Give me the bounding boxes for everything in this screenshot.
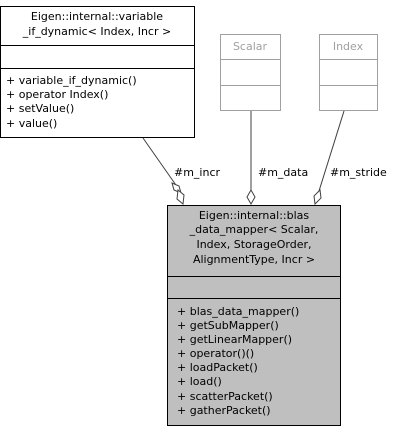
main-method-3: + getLinearMapper() [177,333,292,346]
edge-label-m-data: #m_data [258,166,308,179]
variable-class-title-2: _if_dynamic< Index, Incr > [22,25,171,38]
index-class-title: Index [333,40,364,53]
main-class-title-3: Index, StorageOrder, [196,238,311,251]
main-class-title-4: AlignmentType, Incr > [193,253,315,266]
edge-m-stride [313,110,345,206]
edge-label-m-stride: #m_stride [330,166,387,179]
main-method-2: + getSubMapper() [177,319,279,332]
edge-label-m-incr: #m_incr [174,166,221,179]
main-method-5: + loadPacket() [177,361,258,374]
main-class-title-1: Eigen::internal::blas [199,209,310,222]
scalar-class[interactable]: Scalar [220,34,281,111]
variable-method-2: + operator Index() [6,88,108,101]
index-class[interactable]: Index [319,34,378,111]
scalar-class-title: Scalar [233,40,268,53]
edge-m-incr [142,137,185,205]
edge-m-data [246,111,256,206]
main-method-4: + operator()() [177,347,254,360]
main-method-6: + load() [177,375,222,388]
aggregation-diamond-icon [313,188,322,206]
variable-class-title-1: Eigen::internal::variable [31,10,163,23]
blas-data-mapper-class[interactable]: Eigen::internal::blas _data_mapper< Scal… [167,205,341,426]
variable-method-3: + setValue() [6,102,74,115]
main-method-8: + gatherPacket() [177,404,271,417]
variable-if-dynamic-class[interactable]: Eigen::internal::variable _if_dynamic< I… [0,6,195,138]
main-method-7: + scatterPacket() [177,390,273,403]
main-class-title-2: _data_mapper< Scalar, [189,223,319,236]
aggregation-diamond-icon [246,188,256,206]
main-method-1: + blas_data_mapper() [177,305,299,318]
variable-method-4: + value() [6,117,57,130]
variable-method-1: + variable_if_dynamic() [6,74,137,87]
